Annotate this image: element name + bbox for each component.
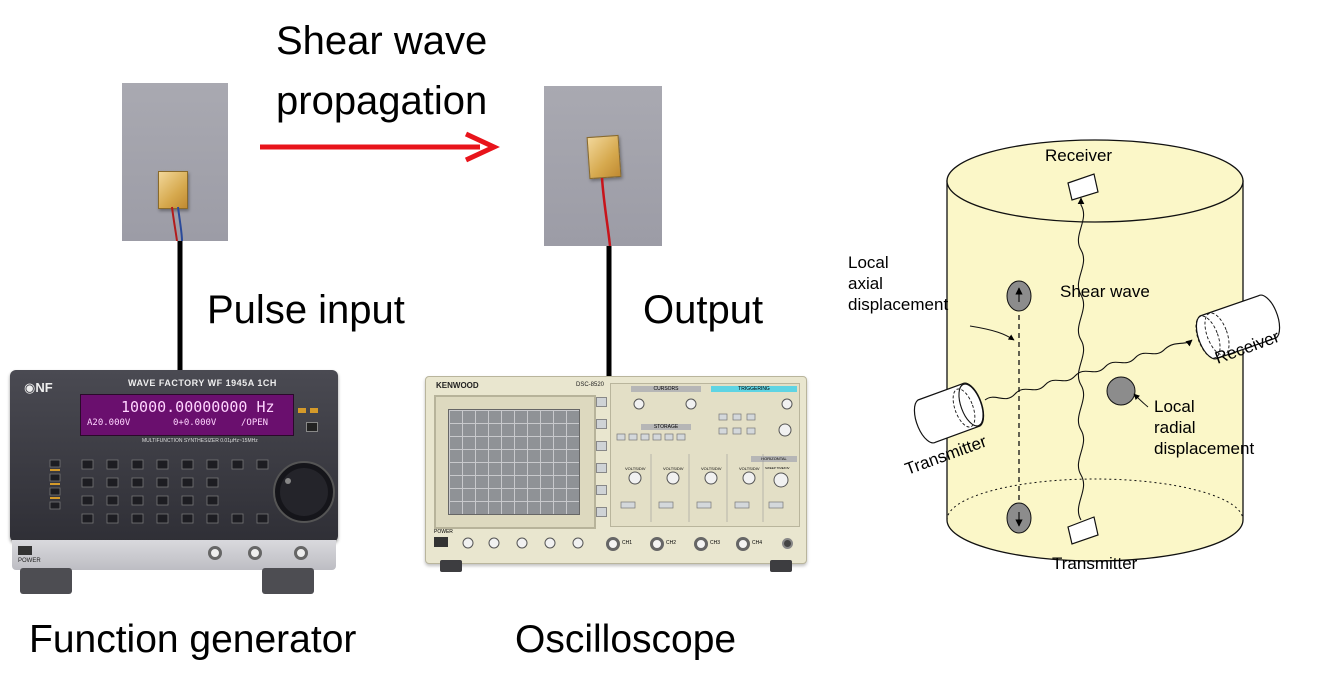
receiver-photo — [544, 86, 662, 246]
axial-leader-line — [969, 325, 1015, 341]
piezo-sensor — [158, 171, 188, 209]
fg-amplitude-readout: A20.000V — [87, 418, 131, 428]
top-receiver-element — [1067, 173, 1099, 201]
axial-particle-bottom — [1006, 502, 1032, 534]
scope-control-panel: CURSORS TRIGGERING STORAGE HORIZONTAL VO… — [610, 383, 800, 527]
scope-button[interactable] — [596, 441, 607, 451]
fg-indicator — [298, 408, 306, 413]
fg-model-label: WAVE FACTORY WF 1945A 1CH — [128, 378, 277, 388]
horizontal-shear-wave — [984, 339, 1193, 401]
sensor-lead — [600, 177, 612, 246]
left-transmitter-element — [913, 382, 985, 444]
bnc-connector-icon[interactable] — [650, 537, 664, 551]
right-receiver-element — [1195, 294, 1281, 360]
fg-foot — [20, 568, 72, 594]
radial-label-line2: radial — [1154, 418, 1196, 437]
fg-output-readout: /OPEN — [241, 418, 269, 428]
scope-screen — [434, 395, 596, 529]
function-generator: ◉NF WAVE FACTORY WF 1945A 1CH 10000.0000… — [10, 370, 338, 542]
fg-keypad — [49, 459, 335, 524]
bnc-connector-icon[interactable] — [248, 546, 262, 560]
axial-label-line1: Local — [848, 253, 889, 272]
volts-div-label: VOLTS/DIV — [739, 466, 760, 471]
scope-button[interactable] — [596, 463, 607, 473]
nf-logo: ◉NF — [24, 380, 53, 395]
volts-div-label: VOLTS/DIV — [701, 466, 722, 471]
shear-wave-label: Shear wave — [276, 19, 488, 63]
scope-bottom-knobs — [462, 537, 584, 549]
scope-button[interactable] — [596, 485, 607, 495]
output-label: Output — [643, 288, 764, 332]
scope-button[interactable] — [596, 507, 607, 517]
top-receiver-label: Receiver — [1045, 146, 1113, 165]
fg-display: 10000.00000000 Hz A20.000V 0+0.000V /OPE… — [80, 394, 294, 436]
oscilloscope-label: Oscilloscope — [515, 618, 737, 661]
bottom-transmitter-label: Transmitter — [1052, 554, 1138, 573]
triggering-header: TRIGGERING — [711, 386, 797, 392]
fg-subtitle: MULTIFUNCTION SYNTHESIZER 0.01μHz~15MHz — [142, 438, 258, 444]
scope-power-label: POWER — [434, 529, 453, 535]
bnc-connector-icon[interactable] — [294, 546, 308, 560]
volts-div-label: VOLTS/DIV — [625, 466, 646, 471]
transmitter-photo — [122, 83, 228, 241]
propagation-arrow — [260, 131, 500, 163]
bnc-connector-icon[interactable] — [606, 537, 620, 551]
sensor-leads — [171, 206, 183, 241]
oscilloscope: KENWOOD DSC-8520 CURSORS TRIGGERING STOR… — [425, 376, 807, 564]
bnc-connector-icon[interactable] — [736, 537, 750, 551]
scope-side-buttons — [596, 397, 607, 525]
ch1-label: CH1 — [622, 540, 633, 546]
function-generator-label: Function generator — [29, 618, 357, 661]
radial-leader-line — [1133, 393, 1149, 408]
radial-label-line3: displacement — [1154, 439, 1255, 458]
cursors-header: CURSORS — [631, 386, 701, 392]
scope-foot — [770, 560, 792, 572]
power-button[interactable] — [434, 537, 448, 547]
bnc-connector-icon[interactable] — [208, 546, 222, 560]
bottom-transmitter-element — [1067, 516, 1099, 545]
fg-foot — [262, 568, 314, 594]
fg-power-label: POWER — [18, 558, 41, 564]
scope-button[interactable] — [596, 419, 607, 429]
scope-knobs — [616, 398, 793, 522]
scope-grid — [448, 409, 580, 515]
specimen-cylinder — [946, 139, 1244, 562]
radial-particle — [1106, 376, 1136, 406]
vertical-shear-wave — [1077, 197, 1085, 521]
ch3-label: CH3 — [710, 540, 721, 546]
axial-particle-top — [1006, 280, 1032, 312]
scope-foot — [440, 560, 462, 572]
fg-button[interactable] — [306, 422, 318, 432]
axial-label-line3: displacement — [848, 295, 949, 314]
kenwood-logo: KENWOOD — [436, 381, 479, 390]
horizontal-header: HORIZONTAL — [751, 456, 797, 462]
ch2-label: CH2 — [666, 540, 677, 546]
power-button[interactable] — [18, 546, 32, 555]
fg-lower-panel: POWER — [12, 540, 336, 570]
sweep-time-label: SWEEP TIME/DIV — [765, 466, 790, 470]
scope-model-label: DSC-8520 — [576, 382, 605, 388]
storage-header: STORAGE — [641, 424, 691, 430]
pulse-input-label: Pulse input — [207, 288, 405, 332]
scope-button[interactable] — [596, 397, 607, 407]
axial-label-line2: axial — [848, 274, 883, 293]
radial-label-line1: Local — [1154, 397, 1195, 416]
fg-offset-readout: 0+0.000V — [173, 418, 217, 428]
propagation-label: propagation — [276, 79, 488, 123]
bnc-connector-icon[interactable] — [782, 538, 793, 549]
fg-indicator — [310, 408, 318, 413]
fg-frequency-readout: 10000.00000000 Hz — [121, 398, 275, 416]
bnc-connector-icon[interactable] — [694, 537, 708, 551]
ch4-label: CH4 — [752, 540, 763, 546]
volts-div-label: VOLTS/DIV — [663, 466, 684, 471]
shear-wave-annotation: Shear wave — [1060, 282, 1150, 301]
